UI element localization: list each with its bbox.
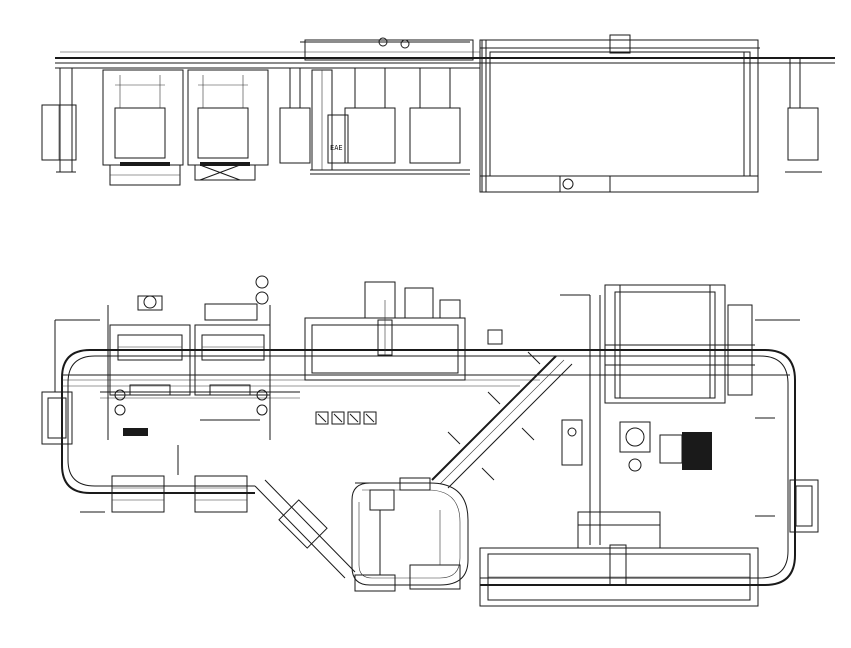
elevation-view: EAE <box>41 34 835 193</box>
transfer-station <box>279 68 333 171</box>
process-chamber <box>102 69 184 186</box>
process-chamber <box>187 69 269 181</box>
incline-conveyor <box>431 351 573 489</box>
overhead-rail <box>55 41 835 69</box>
left-dock <box>41 319 100 445</box>
feeder-chute <box>254 479 356 579</box>
drive-unit <box>561 419 712 472</box>
wash-station <box>107 275 271 440</box>
transfer-carts <box>80 419 260 513</box>
nozzle-row <box>315 411 377 425</box>
left-end-unit <box>41 68 77 173</box>
right-dock <box>755 319 819 533</box>
center-machine: EAE <box>304 37 474 175</box>
right-end-unit <box>785 58 822 173</box>
buffer-loop <box>351 477 469 592</box>
oven-enclosure <box>479 34 759 193</box>
elevation-label: EAE <box>330 144 343 152</box>
oven-plan <box>560 284 755 545</box>
conveyor-loop <box>61 349 796 586</box>
plan-view <box>41 275 819 607</box>
center-module <box>304 281 503 381</box>
cooling-tank <box>479 511 759 607</box>
